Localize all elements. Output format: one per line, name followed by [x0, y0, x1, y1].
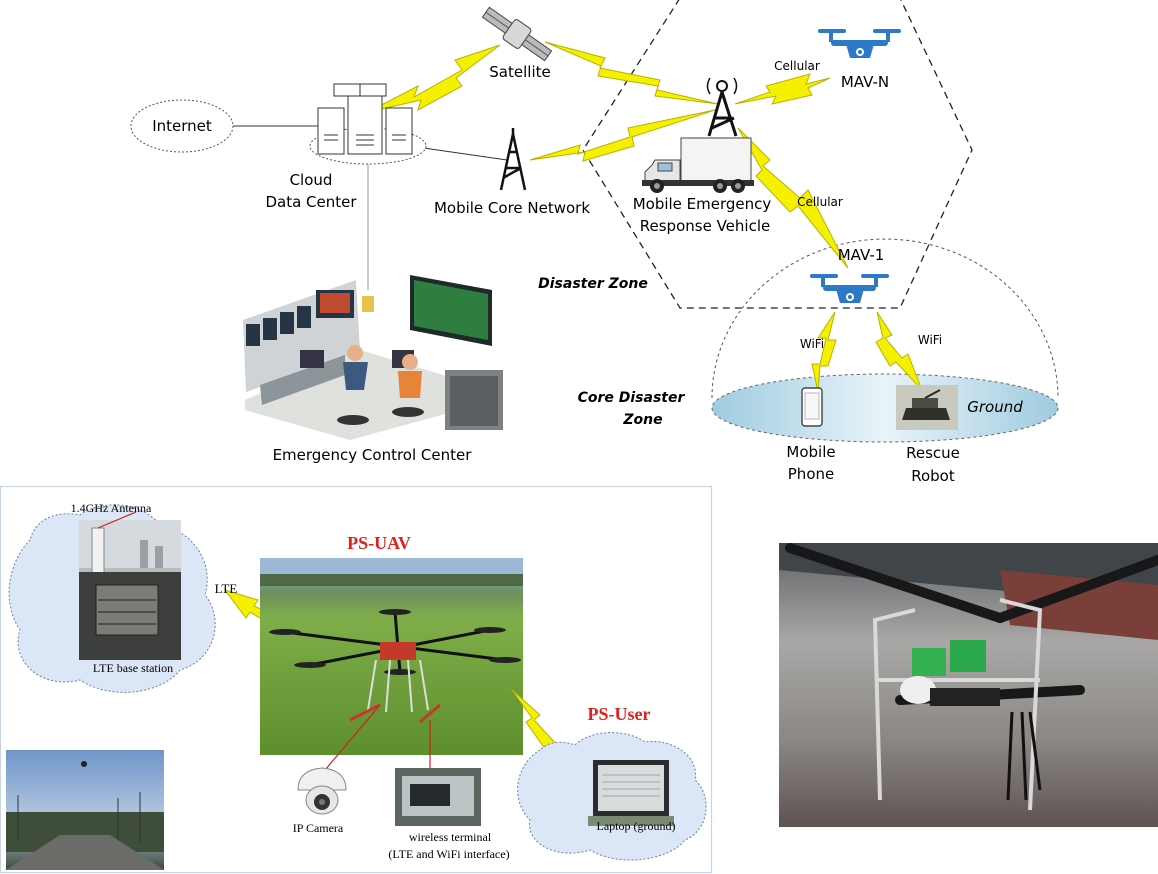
core-zone-dome [711, 238, 1059, 399]
laptop-photo [588, 760, 674, 826]
cell-tower-icon [706, 77, 738, 137]
wireless-terminal-photo [395, 768, 481, 826]
laptop-label: Laptop (ground) [597, 819, 676, 833]
core-tower-icon [499, 128, 527, 191]
cellular-top-label: Cellular [774, 59, 820, 73]
core-tower-link [529, 109, 716, 162]
tower-mavn-link [734, 73, 831, 105]
ground-ellipse [711, 373, 1059, 443]
control-center-label: Emergency Control Center [273, 446, 473, 464]
lte-station-label: LTE base station [93, 661, 173, 675]
cloud-satellite-link [367, 44, 501, 113]
rescue-robot-icon [896, 385, 958, 430]
robot-label-2: Robot [911, 467, 955, 485]
disaster-zone-hexagon [582, 0, 973, 309]
wifi-right-label: WiFi [918, 333, 942, 347]
camera-pointer [324, 704, 381, 771]
phone-label-1: Mobile [786, 443, 835, 461]
core-zone-label-1: Core Disaster [578, 390, 686, 406]
terminal-label-2: (LTE and WiFi interface) [388, 847, 509, 861]
data-center-label: Data Center [265, 193, 357, 211]
tower-mav1-link [737, 127, 849, 269]
camera-label: IP Camera [293, 821, 344, 835]
ps-user-label: PS-User [588, 704, 651, 724]
ps-uav-label: PS-UAV [347, 533, 411, 553]
ps-uav-photo [260, 558, 523, 755]
ground-label: Ground [967, 398, 1023, 416]
lte-base-station-photo [79, 520, 181, 660]
mav-n-drone-icon [818, 29, 901, 58]
internet-label: Internet [152, 117, 212, 135]
terminal-label-1: wireless terminal [409, 830, 492, 844]
robot-label-1: Rescue [906, 444, 960, 462]
vehicle-label-1: Mobile Emergency [633, 195, 772, 213]
core-zone-label-2: Zone [622, 412, 662, 428]
ip-camera-icon [297, 767, 347, 815]
cellular-mid-label: Cellular [797, 195, 843, 209]
control-center-illustration [243, 275, 503, 440]
data-center-servers-icon [309, 83, 427, 165]
mobile-phone-icon [801, 387, 823, 427]
emergency-vehicle-icon [642, 137, 754, 193]
mav-1-drone-icon [810, 274, 889, 303]
antenna-pointer [97, 511, 137, 529]
lte-link-label: LTE [215, 581, 238, 596]
mav-1-label: MAV-1 [838, 246, 885, 264]
satellite-icon [481, 6, 553, 62]
road-drone-photo [6, 750, 164, 870]
wireless-links [367, 41, 923, 393]
phone-label-2: Phone [788, 465, 834, 483]
antenna-label: 1.4GHz Antenna [71, 501, 152, 515]
cloud-label: Cloud [290, 171, 333, 189]
mobile-core-label: Mobile Core Network [434, 199, 590, 217]
mav-n-label: MAV-N [841, 73, 889, 91]
wifi-left-label: WiFi [800, 337, 824, 351]
disaster-zone-label: Disaster Zone [538, 276, 648, 292]
vehicle-label-2: Response Vehicle [640, 217, 770, 235]
satellite-label: Satellite [489, 63, 550, 81]
drone-closeup-photo [779, 543, 1158, 827]
internet-cloud [130, 99, 234, 153]
